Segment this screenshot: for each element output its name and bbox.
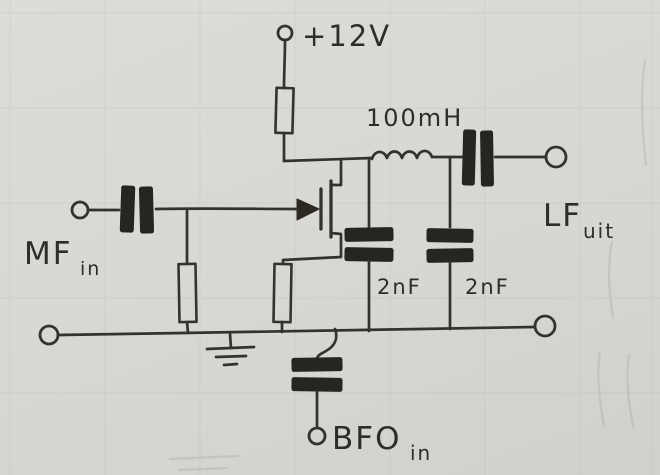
- source-resistor: [272, 262, 293, 324]
- capacitor-plate: [426, 248, 474, 263]
- ghost-mark: [168, 454, 240, 461]
- bottom-rail: [56, 325, 537, 337]
- wire-supply-to-drain-resistor: [282, 38, 287, 90]
- wire-bfo-hook: [315, 327, 338, 360]
- bfo-coupling-capacitor: [291, 357, 343, 392]
- supply-label: +12V: [302, 19, 391, 53]
- bfo-input-label: BFO: [332, 421, 402, 457]
- output-coupling-capacitor: [461, 129, 494, 187]
- capacitor-plate: [119, 185, 136, 233]
- wire-gate-resistor-to-rail: [185, 320, 190, 335]
- inductor-value-label: 100mH: [366, 104, 463, 132]
- ghost-mark: [177, 466, 229, 472]
- ghost-mark: [626, 353, 635, 429]
- capacitor-plate: [291, 357, 343, 372]
- supply-terminal: [276, 24, 294, 42]
- mf-input-label: MF: [24, 236, 73, 272]
- ghost-mark: [640, 58, 648, 167]
- rail-terminal-left: [38, 324, 60, 346]
- wire-source-lead: [281, 231, 343, 266]
- gate-resistor: [177, 262, 198, 324]
- cap-left-value-label: 2nF: [377, 275, 422, 299]
- capacitor-plate: [344, 227, 394, 242]
- inductor-coil: [370, 149, 434, 161]
- rail-terminal-right: [533, 314, 557, 338]
- decoupling-capacitor-left: [344, 227, 394, 262]
- capacitor-plate: [461, 129, 477, 186]
- ground-stub: [228, 332, 233, 350]
- drain-resistor: [274, 86, 295, 135]
- lf-output-subscript: uit: [583, 219, 615, 243]
- jfet-transistor: [296, 179, 333, 239]
- ghost-mark: [607, 240, 615, 320]
- ink-bleed-through-marks: [168, 58, 648, 472]
- jfet-gate-arrow-icon: [296, 198, 320, 221]
- wire-drain-rail: [282, 156, 374, 163]
- ghost-mark: [597, 350, 606, 428]
- ground-bar: [205, 345, 256, 351]
- ground-bar: [222, 362, 239, 367]
- bfo-input-terminal: [307, 426, 327, 446]
- input-coupling-capacitor: [119, 185, 155, 234]
- bfo-input-subscript: in: [410, 441, 432, 465]
- lf-output-terminal: [544, 145, 568, 169]
- lf-output-label: LF: [543, 198, 582, 234]
- capacitor-plate: [344, 247, 394, 262]
- capacitor-plate: [291, 377, 343, 392]
- ground-bar: [214, 354, 248, 359]
- cap-right-value-label: 2nF: [465, 275, 510, 299]
- capacitor-plate: [138, 186, 155, 234]
- mf-input-subscript: in: [80, 258, 101, 280]
- wire-drain-tap: [329, 158, 343, 187]
- capacitor-plate: [480, 130, 494, 187]
- mf-input-terminal: [70, 200, 90, 220]
- capacitor-plate: [426, 228, 474, 243]
- decoupling-capacitor-right: [426, 228, 474, 263]
- ground-symbol: [205, 332, 256, 367]
